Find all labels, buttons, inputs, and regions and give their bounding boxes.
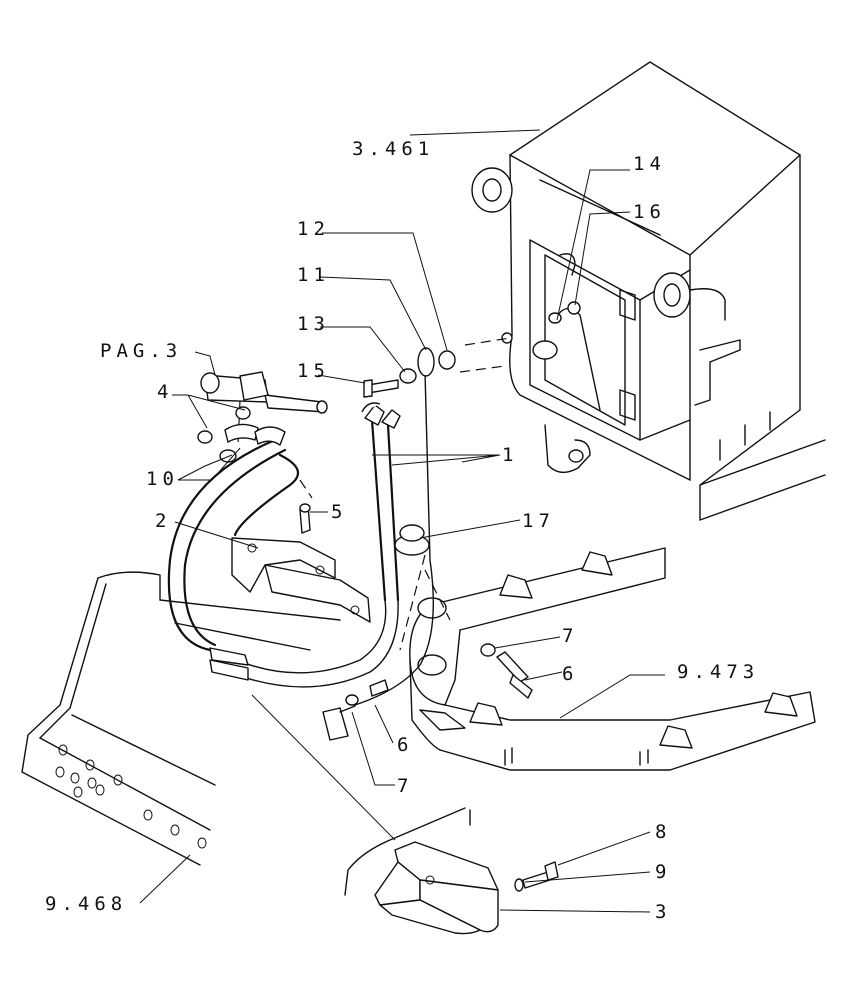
- ref-label-3461: 3.461: [352, 138, 434, 160]
- frame-rail: [409, 547, 816, 771]
- leader-lines: [139, 129, 665, 913]
- valve-assembly: [197, 371, 328, 463]
- callout-10: 10: [146, 468, 179, 490]
- callout-13: 13: [297, 313, 330, 335]
- callout-11: 11: [297, 264, 330, 286]
- callout-8: 8: [655, 821, 671, 843]
- callout-labels: 3.461 14 16 12 11 13 15 PAG.3 4 1 10 5 2…: [45, 138, 759, 923]
- callout-5: 5: [331, 501, 347, 523]
- callout-9: 9: [655, 861, 671, 883]
- hose-assembly: [167, 337, 511, 706]
- callout-7-lower: 7: [397, 775, 413, 797]
- fasteners: [299, 503, 533, 741]
- ref-label-9468: 9.468: [45, 893, 127, 915]
- ref-label-9473: 9.473: [677, 661, 759, 683]
- callout-4: 4: [157, 381, 173, 403]
- callout-15: 15: [297, 360, 330, 382]
- callout-17: 17: [522, 510, 555, 532]
- callout-2: 2: [155, 510, 171, 532]
- ref-label-pag3: PAG.3: [100, 340, 182, 362]
- callout-7-upper: 7: [562, 625, 578, 647]
- hose-clamp: [394, 524, 430, 556]
- callout-6-lower: 6: [397, 734, 413, 756]
- callout-1: 1: [502, 444, 518, 466]
- callout-12: 12: [297, 218, 330, 240]
- callout-3: 3: [655, 901, 671, 923]
- callout-14: 14: [633, 153, 666, 175]
- callout-6-upper: 6: [562, 663, 578, 685]
- callout-16: 16: [633, 201, 666, 223]
- detail-bracket: [344, 807, 559, 935]
- mounting-bracket: [209, 537, 371, 681]
- frame-housing: [471, 61, 826, 521]
- blade: [21, 571, 341, 866]
